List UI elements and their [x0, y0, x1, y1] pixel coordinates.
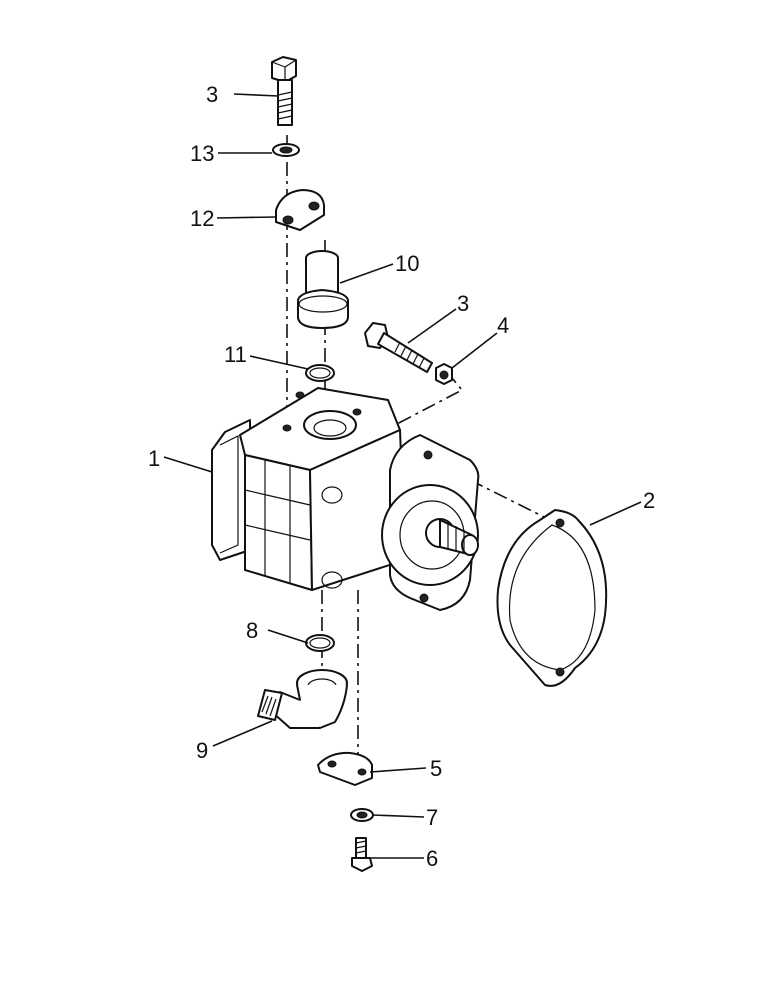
callout-6: 6: [426, 846, 438, 871]
callout-4: 4: [497, 313, 509, 338]
callout-10: 10: [395, 251, 419, 276]
callout-7: 7: [426, 805, 438, 830]
callout-3-side: 3: [457, 291, 469, 316]
callout-8: 8: [246, 618, 258, 643]
callout-12: 12: [190, 206, 214, 231]
callout-11: 11: [224, 342, 247, 367]
bolt-side: [364, 322, 433, 373]
elbow-fitting-9: [257, 669, 348, 729]
bolt-top: [271, 56, 297, 126]
callout-9: 9: [196, 738, 208, 763]
o-ring-11: [305, 364, 335, 382]
bolt-bottom-6: [351, 837, 373, 872]
leader-lines: [163, 93, 642, 859]
flange-fitting-10: [297, 250, 349, 329]
callout-5: 5: [430, 756, 442, 781]
callout-3-top: 3: [206, 82, 218, 107]
washer-7: [350, 808, 374, 822]
callout-labels: 3 13 12 10 11 3 4 1 2 8 9 5 7 6: [148, 82, 655, 871]
gasket-2: [496, 509, 608, 687]
o-ring-8: [305, 634, 335, 652]
callout-13: 13: [190, 141, 214, 166]
washer-13: [272, 143, 300, 157]
callout-2: 2: [643, 488, 655, 513]
clamp-12: [275, 189, 325, 231]
callout-1: 1: [148, 446, 160, 471]
pump-body-1: [211, 387, 480, 611]
nut-4: [435, 363, 453, 385]
clamp-5: [317, 751, 373, 786]
